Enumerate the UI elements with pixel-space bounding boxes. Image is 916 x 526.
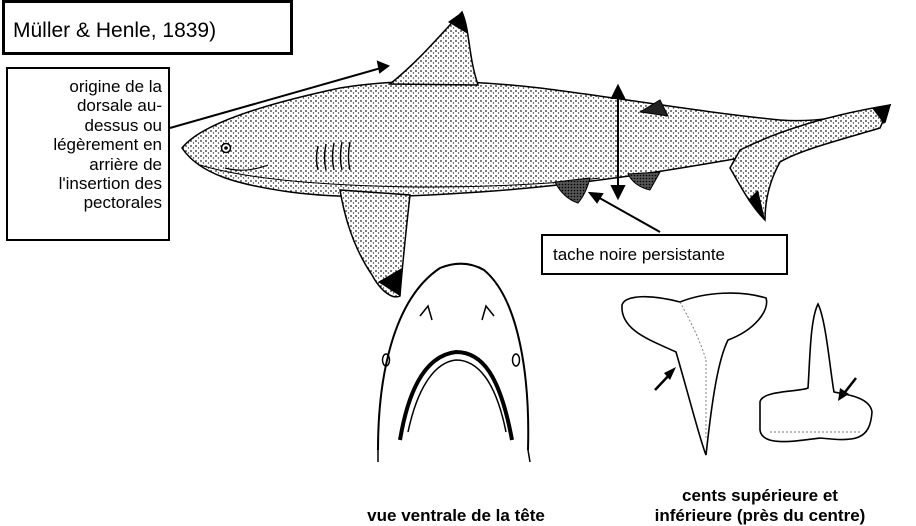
right-nostril [513,354,520,366]
note-line: pectorales [12,193,162,212]
note-line: origine de la [12,77,162,96]
teeth-caption-line: inférieure (près du centre) [600,506,916,526]
note-line: dessus ou [12,116,162,135]
dorsal-origin-note: origine de la dorsale au- dessus ou légè… [6,67,170,241]
black-spot-text: tache noire persistante [553,245,725,264]
note-line: arrière de [12,155,162,174]
lower-tooth [760,304,872,442]
ventral-head-caption: vue ventrale de la tête [336,506,576,526]
teeth-caption: cents supérieure et inférieure (près du … [600,486,916,526]
species-authority-box: Müller & Henle, 1839) [2,0,293,55]
note-line: légèrement en [12,135,162,154]
note-line: dorsale au- [12,96,162,115]
species-authority-text: Müller & Henle, 1839) [13,19,216,42]
upper-tooth [622,293,767,455]
teeth-caption-line: cents supérieure et [600,486,916,506]
pelvic-fin [555,178,590,203]
anal-fin [628,172,660,190]
black-spot-label: tache noire persistante [541,234,788,275]
note-line: l'insertion des [12,174,162,193]
